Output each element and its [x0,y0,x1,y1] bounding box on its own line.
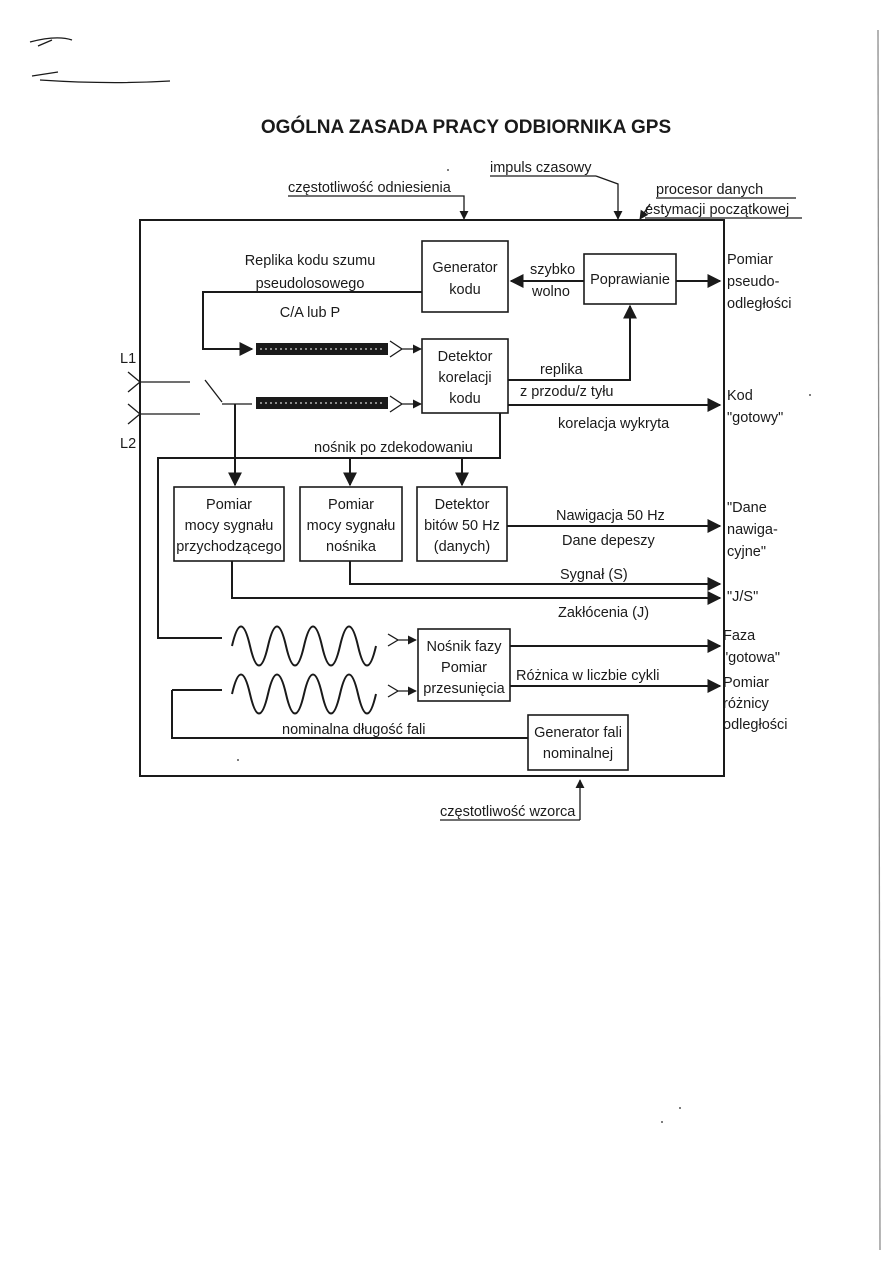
correlation-detector-label-3: kodu [449,391,480,407]
carrier-wave-upper [231,625,377,667]
bit-detector-label-2: bitów 50 Hz [424,518,500,534]
correlation-detector-label-1: Detektor [438,349,493,365]
js-output: "J/S" [727,589,758,605]
decoded-carrier-label: nośnik po zdekodowaniu [314,440,473,456]
nominal-wave-generator-block [527,714,629,771]
reference-frequency-label: częstotliwość odniesienia [288,180,452,196]
carrier-phase-label-1: Nośnik fazy [427,639,503,655]
interference-j-label: Zakłócenia (J) [558,605,649,621]
navigation-label: Nawigacja 50 Hz [556,508,665,524]
incoming-power-label-2: mocy sygnału [185,518,274,534]
pseudorange-output-2: pseudo- [727,274,780,290]
code-generator-label-1: Generator [432,260,497,276]
bit-detector-label-1: Detektor [435,497,490,513]
phase-ready-output-1: Faza [723,628,756,644]
incoming-power-label-3: przychodzącego [176,539,282,555]
carrier-phase-label-3: przesunięcia [423,681,505,697]
correction-label: Poprawianie [590,272,670,288]
early-late-label: z przodu/z tyłu [520,384,614,400]
incoming-power-label-1: Pomiar [206,497,252,513]
data-processor-label: procesor danych [656,182,763,198]
slow-label: wolno [531,284,570,300]
scan-marks [29,29,881,1251]
carrier-phase-block [417,628,511,702]
fast-label: szybko [530,262,575,278]
nominal-wave-generator-label-2: nominalnej [543,746,613,762]
carrier-power-label-2: mocy sygnału [307,518,396,534]
time-pulse-label: impuls czasowy [490,160,592,176]
l2-label: L2 [120,436,136,452]
receiver-frame [139,219,725,777]
code-correlation-detector-block [421,338,509,414]
initial-estimation-label: estymacji początkowej [645,202,789,218]
carrier-power-label-1: Pomiar [328,497,374,513]
outputs: Pomiar pseudo- odległości Kod "gotowy" "… [723,252,792,733]
message-data-label: Dane depeszy [562,533,655,549]
nominal-wavelength-label: nominalna długość fali [282,722,425,738]
carrier-phase-label-2: Pomiar [441,660,487,676]
nav-data-output-1: "Dane [727,500,767,516]
range-difference-output-2: różnicy [723,696,770,712]
bit-detector-label-3: (danych) [434,539,490,555]
carrier-signal-power-block [299,486,403,562]
signal-s-label: Sygnał (S) [560,567,628,583]
phase-ready-output-2: "gotowa" [723,650,780,666]
pseudorange-output-3: odległości [727,296,792,312]
bit-detector-block [416,486,508,562]
nav-data-output-3: cyjne" [727,544,766,560]
replica-label: replika [540,362,584,378]
antenna-inputs: L1 L2 [120,351,252,452]
code-chip-strip-upper [256,343,388,355]
nav-data-output-2: nawiga- [727,522,778,538]
l1-label: L1 [120,351,136,367]
top-inputs: częstotliwość odniesienia impuls czasowy… [288,160,802,220]
page-title: OGÓLNA ZASADA PRACY ODBIORNIKA GPS [261,116,671,138]
code-replica-label-3: C/A lub P [280,305,340,321]
carrier-wave-lower [231,673,377,715]
code-generator-label-2: kodu [449,282,480,298]
range-difference-output-1: Pomiar [723,675,769,691]
reference-frequency-bottom-label: częstotliwość wzorca [440,804,576,820]
cycle-difference-label: Różnica w liczbie cykli [516,668,659,684]
switch-icon [204,379,223,403]
correction-block [583,253,677,305]
code-replica-label-2: pseudolosowego [256,276,365,292]
code-ready-output-2: "gotowy" [727,410,783,426]
nominal-wave-generator-label-1: Generator fali [534,725,622,741]
incoming-signal-power-block [173,486,285,562]
pseudorange-output-1: Pomiar [727,252,773,268]
correlation-detector-label-2: korelacji [438,370,491,386]
code-ready-output-1: Kod [727,388,753,404]
correlation-detected-label: korelacja wykryta [558,416,670,432]
code-generator-block [421,240,509,313]
code-replica-label-1: Replika kodu szumu [245,253,376,269]
range-difference-output-3: odległości [723,717,788,733]
carrier-power-label-3: nośnika [326,539,377,555]
code-chip-strip-lower [256,397,388,409]
